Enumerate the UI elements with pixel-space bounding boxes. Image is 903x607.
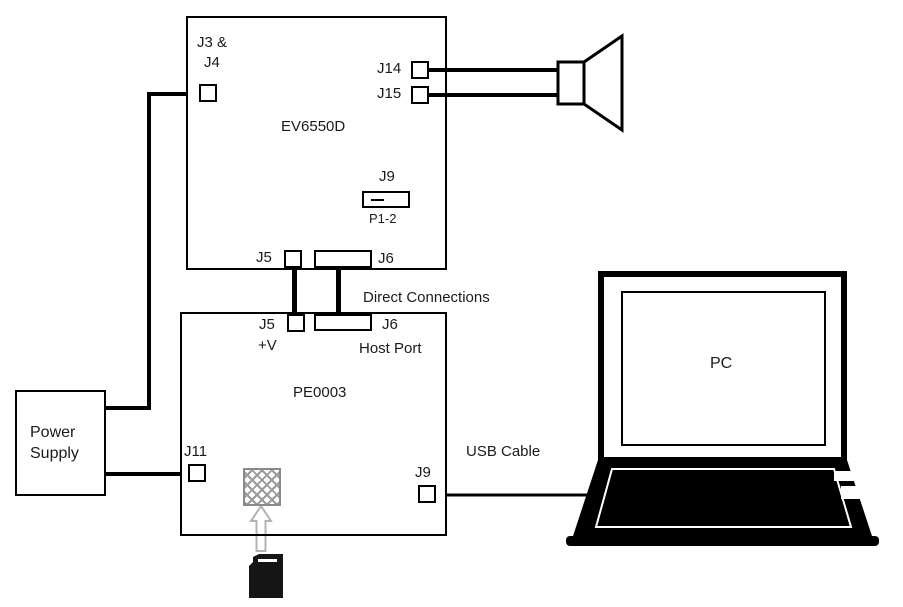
microsd-card-icon bbox=[249, 554, 283, 598]
insert-arrow-icon bbox=[249, 504, 273, 552]
j3j4-label-line2: J4 bbox=[204, 54, 220, 71]
j9-jumper-pin bbox=[371, 199, 384, 201]
p1-2-label: P1-2 bbox=[369, 211, 397, 226]
j11-label: J11 bbox=[184, 443, 208, 460]
laptop-keyboard bbox=[594, 468, 853, 528]
v-plus-label: +V bbox=[258, 337, 277, 354]
direct-connections-label: Direct Connections bbox=[363, 289, 490, 306]
pe-j9-connector bbox=[418, 485, 436, 503]
j3j4-label-line1: J3 & bbox=[197, 34, 228, 51]
pe-j9-label: J9 bbox=[415, 464, 431, 481]
ev-j6-connector bbox=[314, 250, 372, 268]
speaker-icon bbox=[556, 33, 624, 133]
pc-laptop-icon bbox=[566, 271, 879, 546]
ev-j5-connector bbox=[284, 250, 302, 268]
pe0003-label: PE0003 bbox=[293, 384, 347, 401]
ev-j6-label: J6 bbox=[378, 250, 394, 267]
j14-label: J14 bbox=[377, 60, 402, 77]
pc-label: PC bbox=[710, 355, 733, 372]
power-supply-label-line2: Supply bbox=[30, 444, 79, 462]
ev6550d-board bbox=[186, 16, 447, 270]
power-supply-box: Power Supply bbox=[15, 390, 106, 496]
pe-j5-label: J5 bbox=[259, 316, 275, 333]
laptop-base-lip bbox=[566, 536, 879, 546]
laptop-detail-rect-1 bbox=[834, 471, 859, 481]
pe-j6-label: J6 bbox=[382, 316, 398, 333]
pe-j5-connector bbox=[287, 314, 305, 332]
direct-connection-wires bbox=[292, 260, 341, 318]
sd-slot bbox=[243, 468, 281, 506]
pe0003-board bbox=[180, 312, 447, 536]
laptop-base bbox=[573, 460, 872, 536]
laptop-detail-rect-2 bbox=[841, 486, 868, 499]
j3j4-connector bbox=[199, 84, 217, 102]
ev-j9-label: J9 bbox=[379, 168, 395, 185]
pe-j6-connector bbox=[314, 314, 372, 331]
laptop-screen bbox=[621, 291, 826, 446]
power-wire-to-ev6550d bbox=[104, 92, 188, 410]
laptop-screen-bezel bbox=[598, 271, 847, 463]
ev6550d-label: EV6550D bbox=[281, 118, 346, 135]
host-port-label: Host Port bbox=[359, 340, 422, 357]
j15-label: J15 bbox=[377, 85, 402, 102]
usb-cable-label: USB Cable bbox=[466, 443, 541, 460]
j15-connector bbox=[411, 86, 429, 104]
speaker-wires bbox=[428, 68, 560, 97]
j9-jumper bbox=[362, 191, 410, 208]
j11-connector bbox=[188, 464, 206, 482]
ev-j5-label: J5 bbox=[256, 249, 272, 266]
power-supply-label-line1: Power bbox=[30, 423, 76, 441]
j14-connector bbox=[411, 61, 429, 79]
